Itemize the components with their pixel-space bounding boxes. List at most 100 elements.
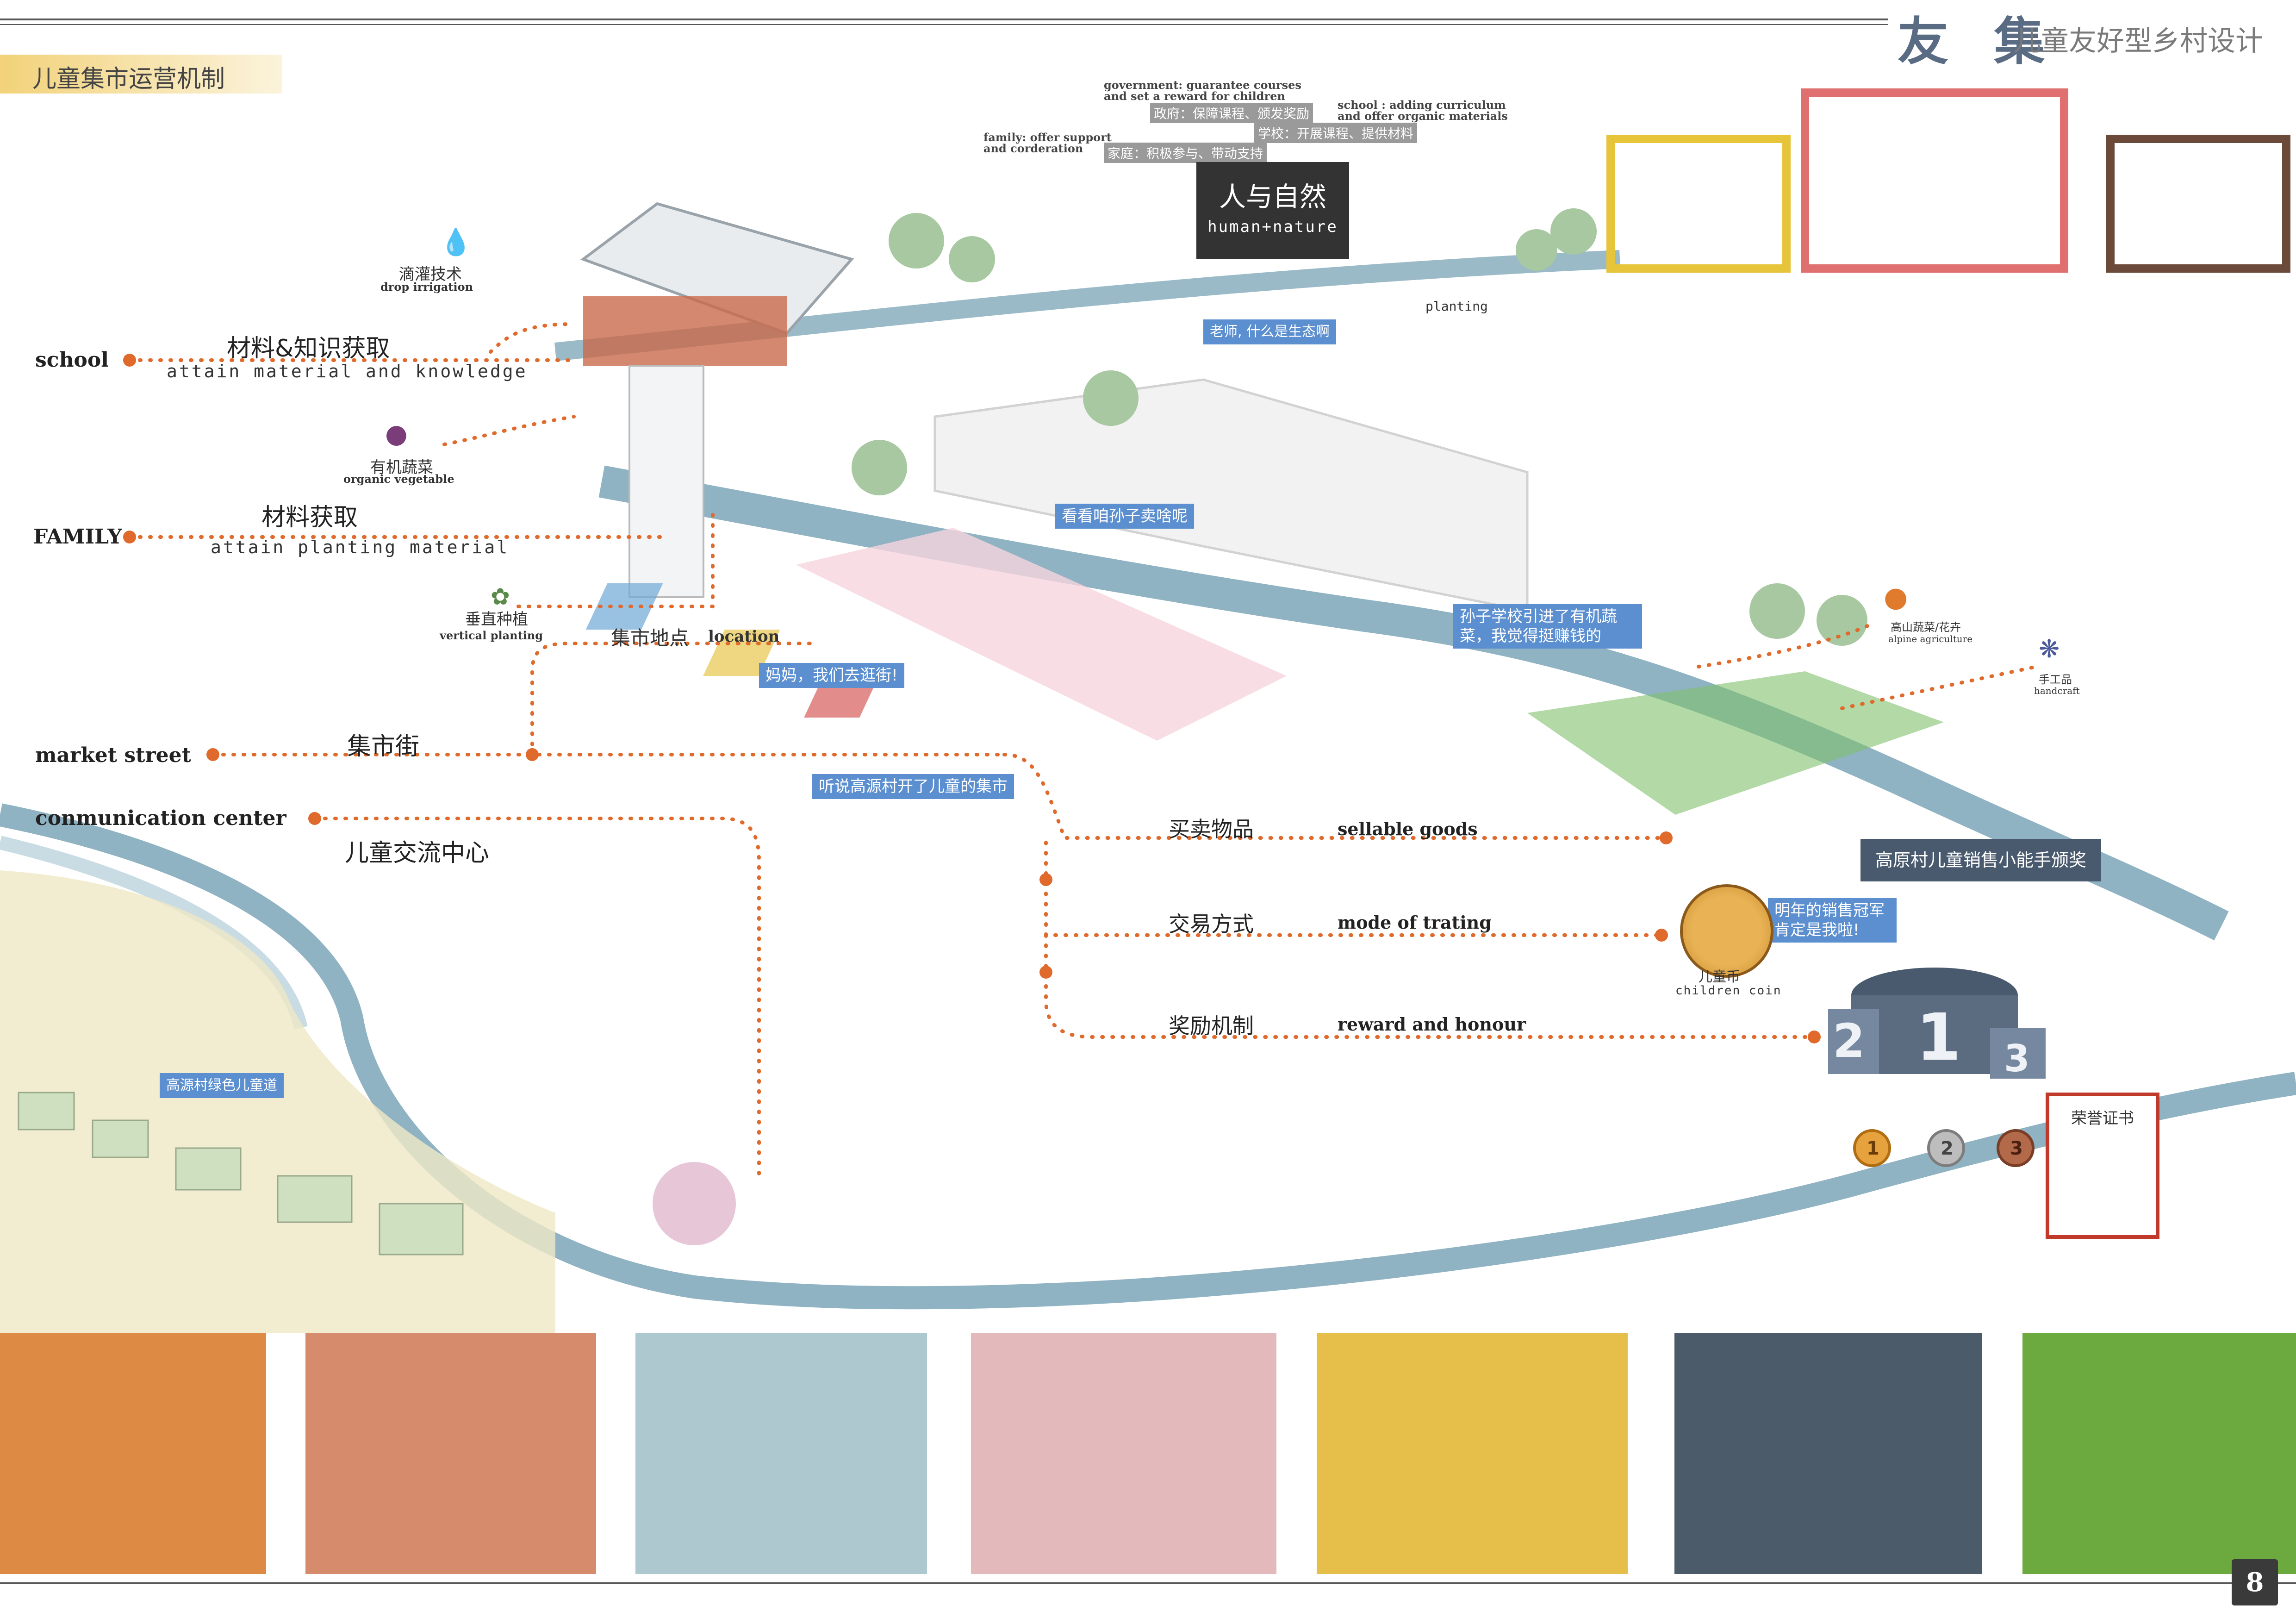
label-green-road: 高源村绿色儿童道	[160, 1073, 284, 1098]
coin-cn: 儿童币	[1699, 969, 1740, 985]
trade-cn: 交易方式	[1169, 912, 1254, 937]
family-cn-label: 材料获取	[261, 504, 358, 531]
reward-en: reward and honour	[1338, 1014, 1526, 1035]
page-subtitle: 儿童友好型乡村设计	[2013, 25, 2263, 57]
family-desc: attain planting material	[211, 537, 510, 557]
school-label: school	[35, 348, 109, 372]
organic-en: organic vegetable	[343, 472, 454, 486]
vegetable-beds	[1527, 671, 1944, 815]
alpine-line	[1697, 623, 1872, 668]
swatch-light-blue	[635, 1333, 927, 1574]
speech-mom: 妈妈，我们去逛街!	[759, 663, 904, 688]
drip-en: drop irrigation	[380, 280, 473, 294]
goods-line	[1002, 753, 1668, 840]
drip-cn: 滴灌技术	[399, 265, 462, 284]
swatch-slate	[1674, 1333, 1982, 1574]
header-rule-top	[0, 19, 1888, 20]
alpine-cn: 高山蔬菜/花卉	[1891, 621, 1961, 634]
header-rule-top-thin	[0, 24, 1888, 25]
vertical-en: vertical planting	[440, 629, 543, 642]
goods-en: sellable goods	[1338, 818, 1478, 839]
medal-gold-number: 1	[1867, 1138, 1879, 1159]
location-line	[530, 642, 816, 756]
swatch-green	[2022, 1333, 2296, 1574]
swatch-pink	[971, 1333, 1276, 1574]
goods-cn: 买卖物品	[1169, 817, 1254, 842]
market-street-label: market street	[35, 743, 191, 767]
comm-center-line	[313, 817, 761, 1178]
village-lower-left	[18, 1092, 464, 1255]
vertical-cn: 垂直种植	[465, 610, 528, 629]
wreath-icon: ❋	[2039, 634, 2060, 663]
communication-center-label: conmunication center	[35, 806, 286, 830]
handcraft-cn: 手工品	[2039, 673, 2072, 686]
certificate-title: 荣誉证书	[2071, 1109, 2134, 1128]
blackboard: 人与自然 human+nature	[1196, 162, 1349, 259]
market-stalls	[796, 528, 1287, 741]
speech-school-organic: 孙子学校引进了有机蔬菜，我觉得挺赚钱的	[1453, 604, 1642, 649]
family-role-en: family: offer support and corderation	[983, 131, 1112, 155]
family-label: FAMILY	[33, 525, 122, 549]
organic-cn: 有机蔬菜	[370, 458, 433, 477]
handcraft-line	[1840, 665, 2038, 710]
award-banner: 高原村儿童销售小能手颁奖	[1860, 839, 2101, 881]
family-role-cn: 家庭：积极参与、带动支持	[1104, 143, 1267, 163]
lower-river-bank	[0, 836, 308, 1030]
speech-next-year: 明年的销售冠军肯定是我啦!	[1768, 898, 1897, 943]
podium-second: 2	[1833, 1014, 1865, 1068]
podium-third: 3	[2004, 1037, 2030, 1080]
section-title: 儿童集市运营机制	[32, 65, 225, 93]
trade-en: mode of trating	[1338, 912, 1492, 933]
medal-2	[1927, 1129, 1965, 1167]
market-street-cn-label: 集市街	[347, 733, 420, 761]
handcraft-en: handcraft	[2034, 685, 2080, 696]
planting-label: planting	[1425, 299, 1488, 314]
drip-icon: 💧	[440, 227, 472, 257]
blackboard-title: 人与自然	[1219, 181, 1326, 212]
podium-first: 1	[1916, 1000, 1961, 1075]
drip-line	[489, 322, 576, 354]
organic-line	[442, 415, 576, 446]
medal-silver-number: 2	[1941, 1138, 1954, 1159]
vertical-line	[516, 507, 715, 608]
brand-title: 友 集	[1898, 12, 2059, 71]
government-en: government: guarantee courses and set a …	[1104, 78, 1301, 103]
alpine-en: alpine agriculture	[1888, 633, 1973, 644]
location-cn-label: 集市地点	[611, 627, 689, 650]
swatch-terracotta	[305, 1333, 596, 1574]
lower-river	[0, 803, 2296, 1310]
footer-rule	[0, 1582, 2296, 1584]
blackboard-subtitle: human+nature	[1207, 218, 1338, 236]
blossom-tree	[653, 1162, 736, 1245]
frame-brown	[2106, 135, 2290, 273]
planting-tower	[628, 365, 704, 598]
swatch-yellow	[1317, 1333, 1628, 1574]
location-en-label: location	[708, 627, 780, 646]
reward-line	[1044, 933, 1816, 1039]
school-role-en: school : adding curriculum and offer org…	[1338, 98, 1508, 123]
school-desc: attain material and knowledge	[167, 361, 528, 381]
frame-yellow	[1606, 135, 1791, 273]
medal-3	[1997, 1129, 2035, 1167]
speech-heard-market: 听说高源村开了儿童的集市	[812, 774, 1014, 799]
connector-layer	[123, 322, 2038, 1178]
coin-en: children coin	[1675, 984, 1782, 998]
eggplant-icon: ●	[385, 419, 408, 449]
greenhouse-base	[583, 296, 787, 366]
medal-bronze-number: 3	[2010, 1138, 2023, 1159]
school-role-cn: 学校：开展课程、提供材料	[1254, 123, 1418, 143]
medal-1	[1853, 1129, 1891, 1167]
frame-red	[1801, 88, 2068, 273]
children-coin-icon	[1680, 884, 1773, 978]
speech-grandchild: 看看咱孙子卖啥呢	[1055, 504, 1194, 529]
speech-teacher: 老师, 什么是生态啊	[1203, 319, 1337, 344]
communication-center-cn-label: 儿童交流中心	[345, 839, 490, 867]
reward-cn: 奖励机制	[1169, 1013, 1254, 1038]
honor-certificate: 荣誉证书	[2046, 1093, 2159, 1239]
school-cn-label: 材料&知识获取	[227, 335, 390, 362]
government-cn: 政府：保障课程、颁发奖励	[1150, 103, 1313, 123]
section-tag: 儿童集市运营机制	[0, 55, 282, 94]
sprout-icon: ✿	[491, 583, 510, 610]
pumpkin-icon: ●	[1884, 581, 1908, 613]
